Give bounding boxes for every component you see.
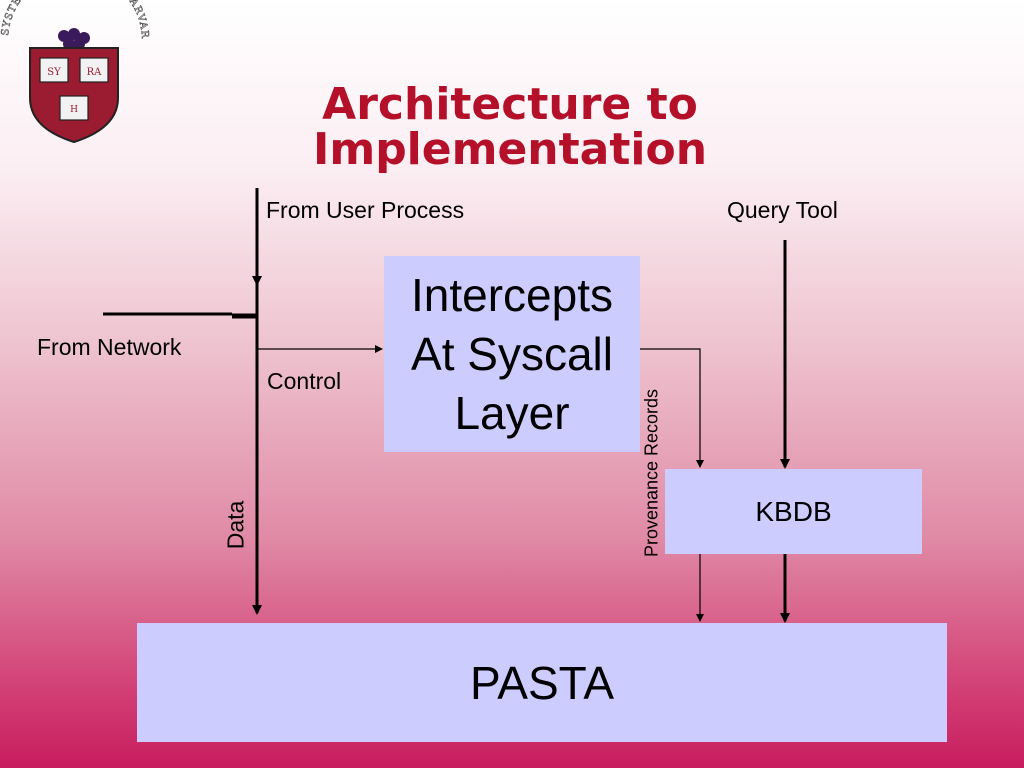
box-intercepts-syscall-layer: Intercepts At Syscall Layer xyxy=(384,256,640,452)
slide-title: Architecture to Implementation xyxy=(230,82,790,172)
label-from-user-process: From User Process xyxy=(266,197,465,223)
arrow-provenance-to-kbdb xyxy=(640,348,704,468)
label-control: Control xyxy=(267,368,342,394)
label-from-network: From Network xyxy=(37,334,182,360)
label-query-tool: Query Tool xyxy=(727,197,838,223)
harvard-syra-logo: SYSTEMS RESEARCH AT HARVARD SY RA H xyxy=(0,0,150,150)
kbdb-label: KBDB xyxy=(755,495,832,527)
shield-text-h: H xyxy=(70,105,78,115)
shield-text-ra: RA xyxy=(87,67,103,78)
intercepts-line-3: Layer xyxy=(454,386,570,439)
title-line-1: Architecture to xyxy=(322,79,698,130)
box-kbdb: KBDB xyxy=(665,469,922,554)
label-provenance-records: Provenance Records xyxy=(641,388,662,558)
pasta-label: PASTA xyxy=(470,656,614,709)
shield-logo-graphic: SYSTEMS RESEARCH AT HARVARD SY RA H xyxy=(0,0,149,144)
intercepts-line-2: At Syscall xyxy=(411,327,613,380)
intercepts-line-1: Intercepts xyxy=(411,268,613,321)
box-pasta: PASTA xyxy=(137,623,947,742)
shield-text-sy: SY xyxy=(47,67,61,78)
title-line-2: Implementation xyxy=(312,124,708,175)
label-data: Data xyxy=(222,500,249,550)
